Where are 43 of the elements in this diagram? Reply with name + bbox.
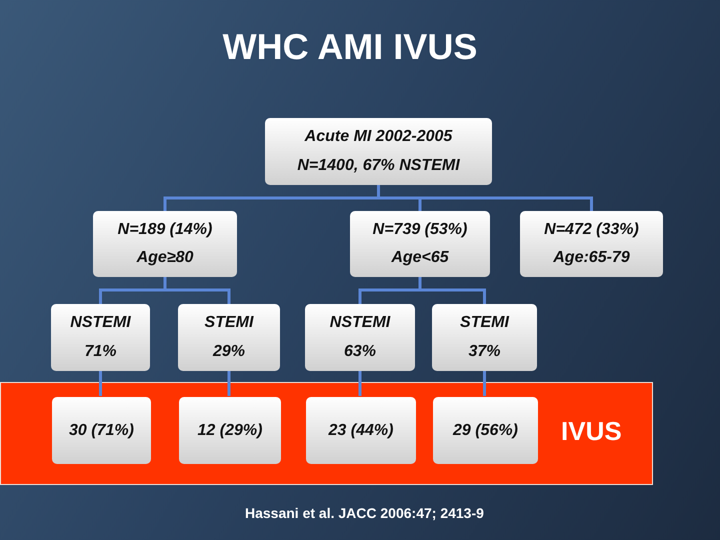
- connector-line: [228, 371, 230, 396]
- slide-title: WHC AMI IVUS: [222, 26, 478, 68]
- box-text: 29 (56%): [453, 422, 518, 440]
- data-box: [51, 304, 150, 371]
- connector-line: [164, 277, 230, 304]
- box-text: 63%: [344, 342, 376, 361]
- data-box: [179, 397, 281, 464]
- data-box: [350, 211, 490, 277]
- box-text: N=1400, 67% NSTEMI: [297, 156, 460, 175]
- box-text: 23 (44%): [328, 422, 394, 440]
- box-text: N=472 (33%): [544, 221, 639, 239]
- data-box: [52, 397, 151, 464]
- box-text: 37%: [468, 342, 501, 361]
- box-text: Age<65: [391, 249, 449, 267]
- box-text: 30 (71%): [69, 422, 134, 440]
- highlight-band: [0, 382, 653, 485]
- box-text: STEMI: [204, 314, 254, 332]
- box-text: NSTEMI: [330, 314, 390, 332]
- box-text: Age≥80: [136, 249, 194, 267]
- box-text: Age:65-79: [553, 249, 630, 267]
- data-box: [178, 304, 280, 371]
- box-text: Acute MI 2002-2005: [304, 128, 452, 146]
- connector-line: [99, 371, 102, 396]
- box-text: N=189 (14%): [118, 221, 212, 239]
- data-box: [265, 118, 492, 185]
- data-box: [306, 397, 416, 464]
- box-text: STEMI: [460, 314, 509, 332]
- band-label: IVUS: [561, 416, 622, 447]
- data-box: [93, 211, 237, 277]
- box-text: 71%: [84, 342, 117, 361]
- connector-line: [483, 371, 486, 396]
- connector-line: [418, 277, 486, 304]
- data-box: [520, 211, 663, 277]
- box-text: N=739 (53%): [372, 221, 468, 239]
- connector-line: [358, 371, 362, 396]
- box-text: 12 (29%): [198, 422, 262, 440]
- citation: Hassani et al. JACC 2006:47; 2413-9: [245, 505, 484, 521]
- connector-line: [377, 185, 593, 211]
- data-box: [305, 304, 415, 371]
- data-box: [433, 397, 538, 464]
- box-text: 29%: [212, 342, 246, 361]
- data-box: [432, 304, 537, 371]
- box-text: NSTEMI: [70, 314, 131, 332]
